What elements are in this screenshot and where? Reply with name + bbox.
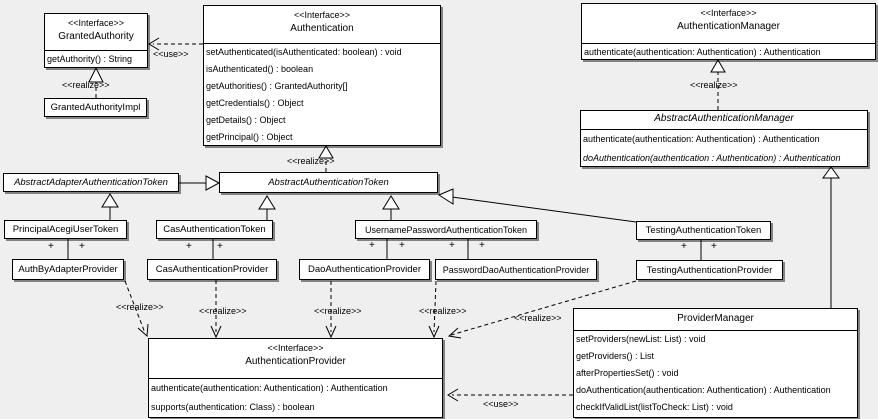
method: getPrincipal() : Object bbox=[206, 132, 293, 142]
generalization-testing-token-to-abstract-token bbox=[437, 188, 637, 223]
method: authenticate(authentication: Authenticat… bbox=[583, 134, 820, 144]
class-title: <<Interface>> AuthenticationProvider bbox=[149, 339, 442, 378]
method: getCredentials() : Object bbox=[206, 98, 304, 108]
class-box-dao-authentication-provider[interactable]: DaoAuthenticationProvider bbox=[299, 259, 430, 280]
class-box-authentication[interactable]: <<Interface>> Authentication setAuthenti… bbox=[203, 5, 441, 146]
class-box-abstract-adapter-authentication-token[interactable]: AbstractAdapterAuthenticationToken bbox=[3, 173, 179, 192]
method-compartment: authenticate(authentication: Authenticat… bbox=[581, 129, 867, 168]
method-compartment: authenticate(authentication: Authenticat… bbox=[582, 43, 875, 60]
method-compartment: authenticate(authentication: Authenticat… bbox=[149, 378, 442, 417]
class-name: AuthenticationProvider bbox=[245, 356, 346, 367]
class-box-cas-authentication-provider[interactable]: CasAuthenticationProvider bbox=[147, 259, 277, 280]
edge-label-realize-abstract-token: <<realize>> bbox=[287, 156, 335, 166]
edge-label-realize-authbyadapter: <<realize>> bbox=[116, 302, 164, 312]
class-title: <<Interface>> AuthenticationManager bbox=[582, 4, 875, 43]
association-end-plus: + bbox=[399, 240, 405, 251]
class-box-abstract-authentication-token[interactable]: AbstractAuthenticationToken bbox=[219, 172, 438, 193]
class-name: ProviderManager bbox=[677, 313, 754, 324]
class-name: TestingAuthenticationToken bbox=[645, 225, 762, 236]
edge-label-realize-dao: <<realize>> bbox=[314, 306, 362, 316]
association-end-plus: + bbox=[479, 240, 485, 251]
association-end-plus: + bbox=[217, 241, 223, 252]
method-compartment: getAuthority() : String bbox=[45, 50, 147, 67]
edge-label-realize-passworddao: <<realize>> bbox=[419, 306, 467, 316]
method-compartment: setAuthenticated(isAuthenticated: boolea… bbox=[204, 43, 440, 146]
class-box-provider-manager[interactable]: ProviderManager setProviders(newList: Li… bbox=[573, 308, 858, 418]
class-name: AbstractAuthenticationManager bbox=[654, 113, 794, 124]
class-box-authentication-manager[interactable]: <<Interface>> AuthenticationManager auth… bbox=[581, 3, 876, 60]
class-name: AbstractAdapterAuthenticationToken bbox=[14, 177, 168, 188]
class-box-auth-by-adapter-provider[interactable]: AuthByAdapterProvider bbox=[12, 259, 124, 280]
class-box-cas-authentication-token[interactable]: CasAuthenticationToken bbox=[156, 220, 273, 239]
method: afterPropertiesSet() : void bbox=[576, 368, 679, 378]
method: getDetails() : Object bbox=[206, 115, 286, 125]
class-name: DaoAuthenticationProvider bbox=[307, 264, 421, 275]
association-end-plus: + bbox=[369, 240, 375, 251]
edge-label-realize-testing: <<realize>> bbox=[514, 313, 562, 323]
method-compartment: setProviders(newList: List) : void getPr… bbox=[574, 330, 857, 416]
class-name: CasAuthenticationProvider bbox=[155, 264, 269, 275]
method: doAuthentication(authentication: Authent… bbox=[576, 385, 831, 395]
class-name: GrantedAuthority bbox=[58, 31, 134, 42]
generalization-usernamepassword-token-to-abstract-token bbox=[382, 195, 400, 220]
class-box-granted-authority[interactable]: <<Interface>> GrantedAuthority getAuthor… bbox=[44, 13, 148, 68]
class-box-password-dao-authentication-provider[interactable]: PasswordDaoAuthenticationProvider bbox=[435, 259, 597, 280]
class-title: <<Interface>> GrantedAuthority bbox=[45, 14, 147, 50]
class-title: <<Interface>> Authentication bbox=[204, 6, 440, 43]
method: getAuthority() : String bbox=[47, 54, 133, 64]
class-box-authentication-provider[interactable]: <<Interface>> AuthenticationProvider aut… bbox=[148, 338, 443, 418]
class-name: UsernamePasswordAuthenticationToken bbox=[364, 224, 528, 235]
generalization-provider-manager-to-abstract-authentication-manager bbox=[822, 166, 840, 308]
class-name: AbstractAuthenticationToken bbox=[268, 177, 389, 188]
generalization-cas-token-to-abstract-token bbox=[258, 195, 276, 220]
class-title: ProviderManager bbox=[574, 309, 857, 330]
edge-label-use-provider-manager: <<use>> bbox=[483, 399, 519, 409]
method: getProviders() : List bbox=[576, 351, 655, 361]
association-end-plus: + bbox=[186, 241, 192, 252]
edge-label-realize-cas: <<realize>> bbox=[199, 306, 247, 316]
class-name: AuthenticationManager bbox=[677, 21, 780, 32]
association-end-plus: + bbox=[711, 241, 717, 252]
class-name: GrantedAuthorityImpl bbox=[50, 102, 141, 113]
method: setProviders(newList: List) : void bbox=[576, 334, 706, 344]
class-name: PrincipalAcegiUserToken bbox=[12, 224, 119, 235]
class-box-granted-authority-impl[interactable]: GrantedAuthorityImpl bbox=[44, 98, 147, 117]
generalization-principal-token-to-adapter-token bbox=[101, 193, 119, 220]
method: setAuthenticated(isAuthenticated: boolea… bbox=[206, 47, 402, 57]
method: supports(authentication: Class) : boolea… bbox=[151, 402, 315, 412]
class-name: CasAuthenticationToken bbox=[163, 224, 266, 235]
method: isAuthenticated() : boolean bbox=[206, 64, 314, 74]
stereotype: <<Interface>> bbox=[67, 18, 125, 28]
edge-label-use-granted-authority: <<use>> bbox=[153, 49, 189, 59]
method: checkIfValidList(listToCheck: List) : vo… bbox=[576, 402, 733, 412]
association-end-plus: + bbox=[681, 241, 687, 252]
class-box-username-password-authentication-token[interactable]: UsernamePasswordAuthenticationToken bbox=[355, 220, 537, 239]
method: getAuthorities() : GrantedAuthority[] bbox=[206, 81, 348, 91]
class-name: AuthByAdapterProvider bbox=[18, 264, 118, 275]
class-box-testing-authentication-token[interactable]: TestingAuthenticationToken bbox=[636, 221, 771, 240]
edge-label-realize-abstract-manager: <<realize>> bbox=[690, 80, 738, 90]
class-name: PasswordDaoAuthenticationProvider bbox=[442, 264, 590, 275]
class-box-abstract-authentication-manager[interactable]: AbstractAuthenticationManager authentica… bbox=[580, 110, 868, 167]
class-name: Authentication bbox=[290, 23, 354, 34]
generalization-adapter-token-to-abstract-token bbox=[179, 175, 221, 191]
class-name: TestingAuthenticationProvider bbox=[646, 264, 773, 276]
method: authenticate(authentication: Authenticat… bbox=[151, 383, 388, 393]
stereotype: <<Interface>> bbox=[700, 8, 757, 18]
class-title: AbstractAuthenticationManager bbox=[581, 111, 867, 129]
class-box-principal-acegi-user-token[interactable]: PrincipalAcegiUserToken bbox=[4, 220, 127, 239]
method: authenticate(authentication: Authenticat… bbox=[584, 47, 821, 57]
stereotype: <<Interface>> bbox=[293, 10, 351, 20]
association-end-plus: + bbox=[48, 241, 54, 252]
association-end-plus: + bbox=[449, 240, 455, 251]
association-end-plus: + bbox=[79, 241, 85, 252]
edge-label-realize-granted-authority-impl: <<realize>> bbox=[62, 80, 110, 90]
method-abstract: doAuthentication(authentication : Authen… bbox=[583, 153, 841, 163]
class-box-testing-authentication-provider[interactable]: TestingAuthenticationProvider bbox=[636, 260, 783, 280]
stereotype: <<Interface>> bbox=[267, 343, 324, 353]
